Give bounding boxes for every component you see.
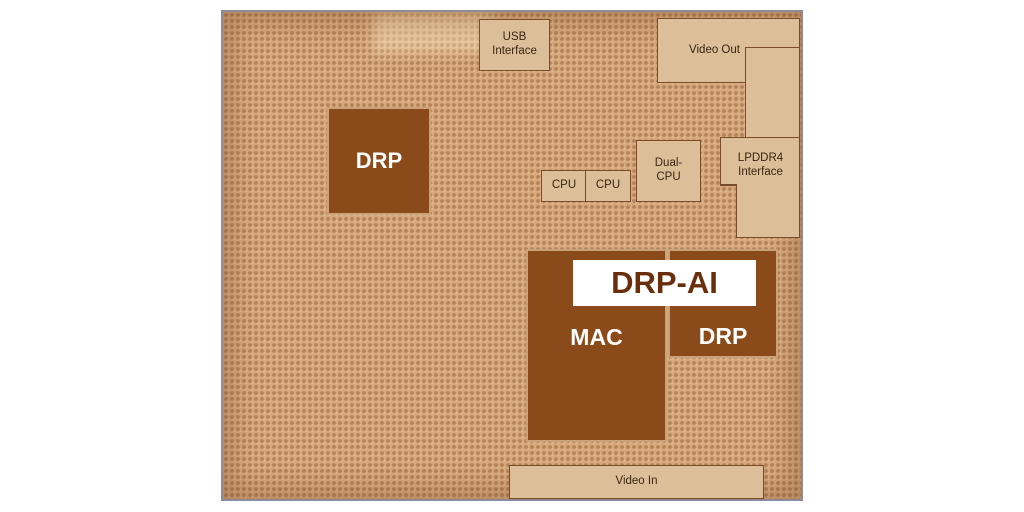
lpddr4-interface-right-edge [798, 137, 800, 187]
lpddr4-interface-label-2: Interface [738, 166, 783, 178]
usb-interface-label-1: USB [502, 31, 527, 44]
dual-cpu-label-2: CPU [656, 171, 681, 183]
usb-interface-block: USB Interface [479, 19, 550, 71]
cpu-label-2: CPU [595, 179, 621, 192]
mac-label: MAC [570, 324, 623, 350]
die-highlight [373, 12, 493, 52]
usb-interface-label-2: Interface [492, 45, 537, 57]
drp-ai-title: DRP-AI [573, 260, 756, 306]
lpddr4-interface-lower [736, 184, 800, 238]
drp-block: DRP [327, 107, 431, 215]
cpu-block-2: CPU [585, 170, 631, 202]
drp-ai-title-text: DRP-AI [611, 265, 718, 300]
drp-ai-drp-label: DRP [698, 323, 748, 349]
cpu-block-1: CPU [541, 170, 587, 202]
video-in-label: Video In [615, 475, 658, 488]
lpddr4-interface-step [720, 184, 737, 186]
drp-label: DRP [355, 148, 403, 173]
dual-cpu-label-1: Dual- [654, 157, 683, 170]
lpddr4-interface-label-1: LPDDR4 [737, 152, 784, 165]
lpddr4-interface-block: LPDDR4 Interface [720, 137, 800, 186]
video-in-block: Video In [509, 465, 764, 499]
cpu-label-1: CPU [551, 179, 577, 192]
lpddr4-interface-upper [745, 47, 800, 141]
dual-cpu-block: Dual- CPU [636, 140, 701, 202]
video-out-label: Video Out [689, 43, 740, 56]
